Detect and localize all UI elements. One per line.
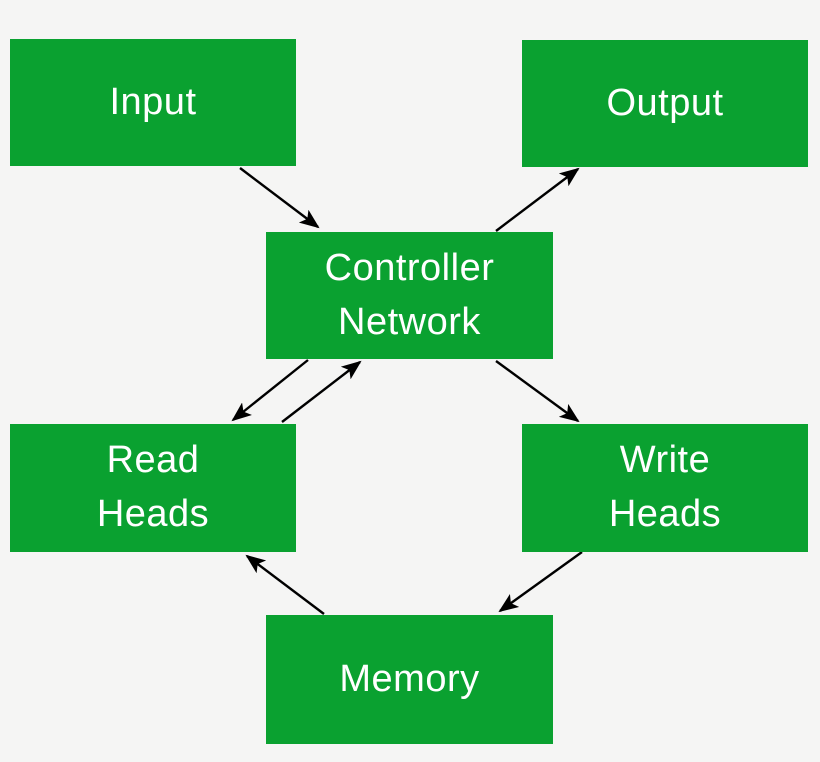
node-read-heads: Read Heads [10,424,296,552]
edge-read-heads-to-controller [281,360,362,423]
node-write-heads-label: Write Heads [608,439,722,535]
node-memory: Memory [266,615,553,744]
node-input: Input [10,39,296,166]
node-read-heads-label: Read Heads [96,439,210,535]
edge-write-heads-to-memory [498,551,583,613]
node-controller-network: Controller Network [266,232,553,359]
node-output-label: Output [606,81,724,124]
node-input-label: Input [109,80,197,123]
edge-memory-to-read-heads [245,554,325,615]
edge-controller-to-read-heads [231,359,309,422]
node-controller-network-label: Controller Network [324,246,495,343]
edge-controller-to-output [495,167,580,232]
node-output: Output [522,40,808,167]
node-memory-label: Memory [339,657,480,700]
node-write-heads: Write Heads [522,424,808,552]
edge-controller-to-write-heads [495,360,580,423]
edge-input-to-controller [239,167,320,229]
